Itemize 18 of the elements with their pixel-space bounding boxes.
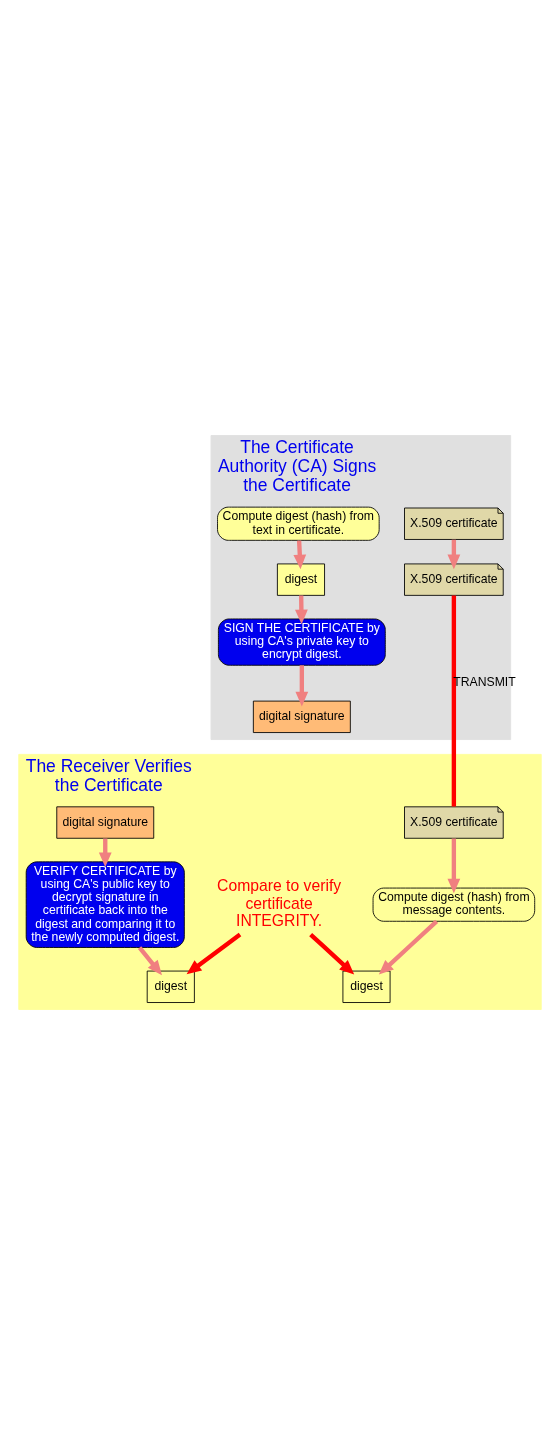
arrow: [137, 946, 162, 976]
node-box: Compute digest (hash) from message contents.: [372, 887, 536, 922]
node-box: digital signature: [252, 700, 351, 733]
node-box: VERIFY CERTIFICATE by using CA's public key to decrypt signature in certificate back into the digest and comparing it to the newly computed digest.: [25, 861, 185, 948]
node-box: Compute digest (hash) from text in certificate.: [217, 506, 380, 541]
node-text: Compare to verify certificate INTEGRITY.: [217, 877, 342, 929]
arrow: [447, 838, 461, 894]
node-box: digital signature: [56, 806, 155, 839]
node-box: SIGN THE CERTIFICATE by using CA's private key to encrypt digest.: [217, 618, 386, 666]
arrow: [186, 932, 242, 975]
arrow: [295, 665, 309, 707]
connector: [451, 595, 457, 807]
node-box: digest: [342, 970, 391, 1003]
arrow: [309, 932, 355, 975]
arrow: [378, 919, 439, 975]
node-box: digest: [146, 970, 195, 1003]
node-box: digest: [276, 563, 325, 596]
arrow: [293, 540, 307, 570]
